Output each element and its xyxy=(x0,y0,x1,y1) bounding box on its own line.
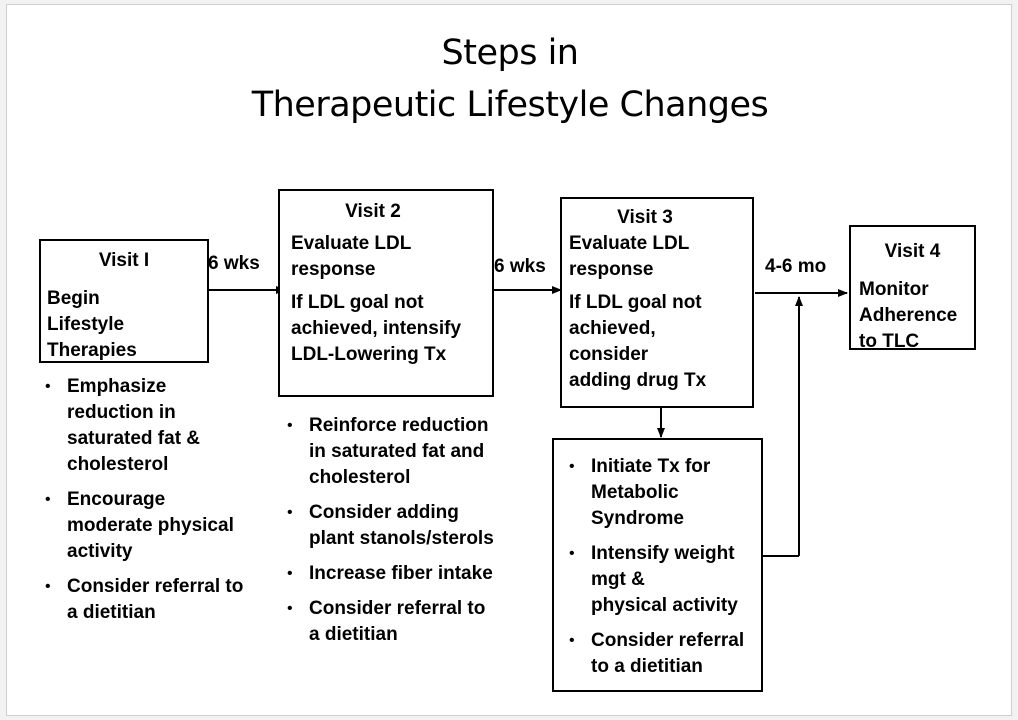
visit1-bullet-3: Consider referral toa dietitian xyxy=(45,574,243,626)
interval-visit1-visit2: 6 wks xyxy=(208,253,260,274)
interval-visit2-visit3: 6 wks xyxy=(494,256,546,277)
visit2-body: Evaluate LDL response If LDL goal not ac… xyxy=(291,233,462,365)
flow-connectors xyxy=(209,286,848,557)
visit3-box xyxy=(560,197,754,408)
visit2-bullet-4: Consider referral toa dietitian xyxy=(287,596,494,648)
title-line-1: Steps in xyxy=(441,33,579,73)
visit2-box xyxy=(278,189,494,397)
title-line-2: Therapeutic Lifestyle Changes xyxy=(251,85,769,125)
visit4-box xyxy=(849,225,976,350)
visit1-heading: Visit I xyxy=(98,250,150,271)
visit4-heading: Visit 4 xyxy=(884,241,941,262)
interval-visit3-visit4: 4-6 mo xyxy=(765,256,827,277)
visit4-body: Monitor Adherence to TLC xyxy=(859,279,958,352)
visit3-body: Evaluate LDL response If LDL goal not ac… xyxy=(569,233,707,391)
visit3-heading: Visit 3 xyxy=(617,207,673,228)
visit2-bullet-3: Increase fiber intake xyxy=(287,561,494,587)
visit1-box xyxy=(39,239,209,363)
visit2-heading: Visit 2 xyxy=(345,201,401,222)
visit1-body: Begin Lifestyle Therapies xyxy=(47,288,137,361)
slide: Steps in Therapeutic Lifestyle Changes V… xyxy=(6,4,1012,716)
